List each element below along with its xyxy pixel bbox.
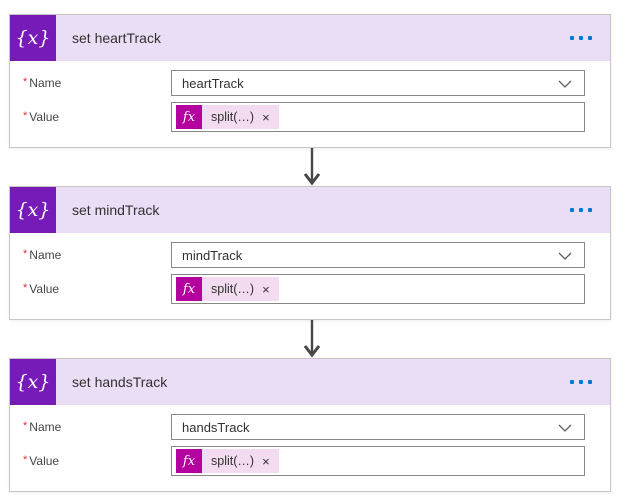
chevron-down-icon[interactable]: [558, 80, 572, 88]
more-actions-button[interactable]: [566, 202, 596, 218]
expression-token-text: split(…): [211, 110, 255, 124]
name-combobox-value: mindTrack: [182, 247, 243, 263]
variable-action-icon: {x}: [10, 359, 56, 405]
value-field-label: *Value: [23, 282, 60, 296]
remove-token-icon[interactable]: ×: [262, 453, 270, 469]
variable-action-icon: {x}: [10, 15, 56, 61]
action-title: set heartTrack: [72, 30, 161, 46]
name-field-label: *Name: [23, 76, 62, 90]
remove-token-icon[interactable]: ×: [262, 281, 270, 297]
more-actions-button[interactable]: [566, 30, 596, 46]
expression-token-pill: split(…) ×: [202, 105, 279, 129]
chevron-down-icon[interactable]: [558, 252, 572, 260]
required-marker: *: [23, 282, 28, 294]
action-header[interactable]: {x} set handsTrack: [10, 359, 610, 405]
action-card-set-handstrack: {x} set handsTrack *Name handsTrack *Val…: [9, 358, 611, 492]
name-field-label: *Name: [23, 248, 62, 262]
required-marker: *: [23, 454, 28, 466]
name-combobox[interactable]: handsTrack: [171, 414, 585, 440]
required-marker: *: [23, 76, 28, 88]
connector-arrow-icon: [303, 320, 321, 358]
required-marker: *: [23, 110, 28, 122]
name-combobox[interactable]: mindTrack: [171, 242, 585, 268]
variable-icon: {x}: [15, 198, 51, 221]
connector-arrow-icon: [303, 148, 321, 186]
action-body: *Name heartTrack *Value fx split(…) ×: [10, 61, 610, 132]
action-card-set-hearttrack: {x} set heartTrack *Name heartTrack *Val…: [9, 14, 611, 148]
name-combobox[interactable]: heartTrack: [171, 70, 585, 96]
value-input[interactable]: fx split(…) ×: [171, 446, 585, 476]
variable-icon: {x}: [15, 370, 51, 393]
name-field-label: *Name: [23, 420, 62, 434]
required-marker: *: [23, 420, 28, 432]
variable-icon: {x}: [15, 26, 51, 49]
value-input[interactable]: fx split(…) ×: [171, 102, 585, 132]
name-combobox-value: heartTrack: [182, 75, 244, 91]
action-header[interactable]: {x} set mindTrack: [10, 187, 610, 233]
name-combobox-value: handsTrack: [182, 419, 250, 435]
expression-token[interactable]: fx split(…) ×: [176, 449, 279, 473]
expression-token-text: split(…): [211, 282, 255, 296]
fx-icon: fx: [176, 449, 202, 473]
action-title: set mindTrack: [72, 202, 160, 218]
expression-token-pill: split(…) ×: [202, 277, 279, 301]
value-field-label: *Value: [23, 110, 60, 124]
expression-token[interactable]: fx split(…) ×: [176, 277, 279, 301]
expression-token[interactable]: fx split(…) ×: [176, 105, 279, 129]
more-actions-button[interactable]: [566, 374, 596, 390]
value-field-label: *Value: [23, 454, 60, 468]
action-body: *Name mindTrack *Value fx split(…) ×: [10, 233, 610, 304]
expression-token-pill: split(…) ×: [202, 449, 279, 473]
action-header[interactable]: {x} set heartTrack: [10, 15, 610, 61]
action-card-set-mindtrack: {x} set mindTrack *Name mindTrack *Value…: [9, 186, 611, 320]
fx-icon: fx: [176, 277, 202, 301]
chevron-down-icon[interactable]: [558, 424, 572, 432]
fx-icon: fx: [176, 105, 202, 129]
expression-token-text: split(…): [211, 454, 255, 468]
variable-action-icon: {x}: [10, 187, 56, 233]
value-input[interactable]: fx split(…) ×: [171, 274, 585, 304]
action-title: set handsTrack: [72, 374, 168, 390]
action-body: *Name handsTrack *Value fx split(…) ×: [10, 405, 610, 476]
required-marker: *: [23, 248, 28, 260]
remove-token-icon[interactable]: ×: [262, 109, 270, 125]
